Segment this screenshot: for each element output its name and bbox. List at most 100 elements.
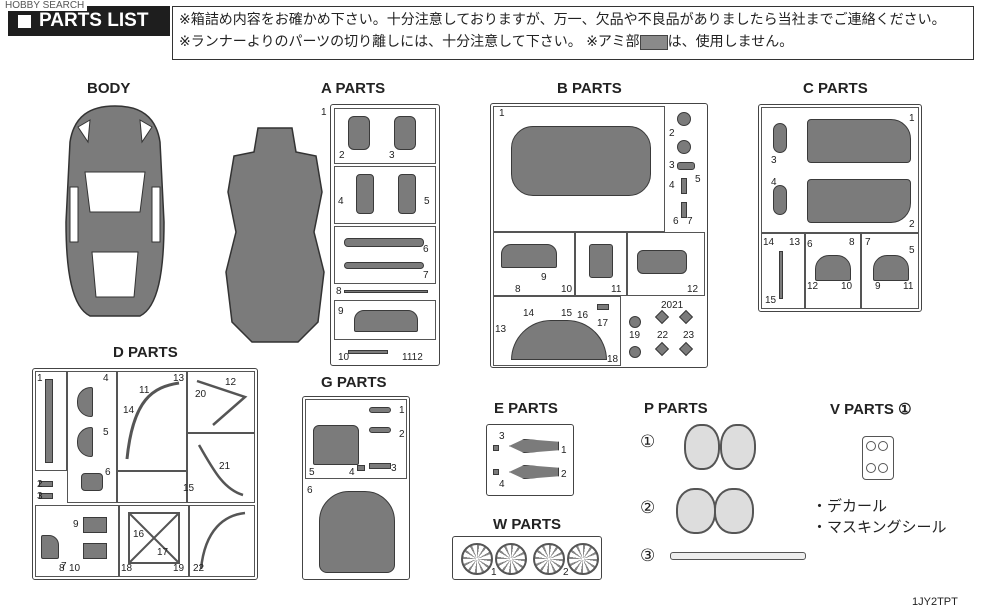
d-cell-16-19 xyxy=(119,505,189,577)
b-part-1 xyxy=(511,126,651,196)
section-b-label: B PARTS xyxy=(557,80,622,97)
v-parts-piece xyxy=(862,436,894,480)
d-num-3: 3 xyxy=(37,491,43,502)
section-c-label: C PARTS xyxy=(803,80,868,97)
a-num-4: 4 xyxy=(338,196,344,207)
c-num-14: 14 xyxy=(763,237,775,248)
c-num-7: 7 xyxy=(865,237,871,248)
b-part-22 xyxy=(654,341,670,357)
b-num-7: 7 xyxy=(687,216,693,227)
g-part-1 xyxy=(369,407,391,413)
b-num-15: 15 xyxy=(561,308,573,319)
mesh-area-swatch xyxy=(639,34,668,50)
b-part-23 xyxy=(678,341,694,357)
c-num-3: 3 xyxy=(771,155,777,166)
w-wheel-2 xyxy=(495,543,527,575)
b-num-4: 4 xyxy=(669,180,675,191)
section-body-label: BODY xyxy=(87,80,131,97)
b-num-16: 16 xyxy=(577,310,589,321)
d-part-6 xyxy=(81,473,103,491)
a-num-9: 9 xyxy=(338,306,344,317)
a-num-8: 8 xyxy=(336,286,342,297)
extras-list: ・デカール ・マスキングシール xyxy=(812,496,947,538)
b-num-1: 1 xyxy=(499,108,505,119)
d-cell-22 xyxy=(189,505,255,577)
g-cell-1-5 xyxy=(305,399,407,479)
body-shell-drawing xyxy=(65,105,165,317)
section-a-label: A PARTS xyxy=(321,80,386,97)
b-part-20 xyxy=(654,309,670,325)
c-num-10: 10 xyxy=(841,281,853,292)
c-num-2: 2 xyxy=(909,219,915,230)
b-part-2b xyxy=(677,140,691,154)
g-part-3 xyxy=(369,463,391,469)
g-num-5: 5 xyxy=(309,467,315,478)
b-part-2a xyxy=(677,112,691,126)
d-num-9: 9 xyxy=(73,519,79,530)
section-p-label: P PARTS xyxy=(644,400,708,417)
p-mark-3: ③ xyxy=(640,546,656,566)
b-part-11 xyxy=(589,244,613,278)
d-parts-frame: 1 2 3 4 5 6 7 8 9 10 11 12 13 14 15 16 1… xyxy=(32,368,258,580)
c-part-8 xyxy=(815,255,851,281)
v-hole-2 xyxy=(878,441,888,451)
d-part-7 xyxy=(41,535,59,559)
p-mark-1: ① xyxy=(640,432,656,452)
d-part-22 xyxy=(199,511,246,570)
d-num-22: 22 xyxy=(193,563,205,574)
d-part-1 xyxy=(45,379,53,463)
c-num-1: 1 xyxy=(909,113,915,124)
e-num-3: 3 xyxy=(499,431,505,442)
d-num-5: 5 xyxy=(103,427,109,438)
w-wheel-1 xyxy=(461,543,493,575)
w-num-2: 2 xyxy=(563,567,569,578)
a-parts-sprue: 1 2 3 4 5 6 7 8 9 10 1112 xyxy=(218,104,440,366)
b-num-6: 6 xyxy=(673,216,679,227)
w-wheel-4 xyxy=(567,543,599,575)
w-wheel-3 xyxy=(533,543,565,575)
e-part-4 xyxy=(493,469,499,475)
b-num-18: 18 xyxy=(607,354,619,365)
d-part-14 xyxy=(125,381,180,460)
b-parts-frame: 1 2 3 4 5 6 7 8 9 10 11 12 13 14 15 16 1… xyxy=(490,103,708,368)
b-part-21 xyxy=(678,309,694,325)
b-part-19a xyxy=(629,316,641,328)
a-part-4 xyxy=(356,174,374,214)
c-num-13: 13 xyxy=(789,237,801,248)
b-part-4 xyxy=(681,178,687,194)
footer-code: 1JY2TPT xyxy=(912,596,958,608)
section-e-label: E PARTS xyxy=(494,400,558,417)
b-num-2: 2 xyxy=(669,128,675,139)
c-part-2 xyxy=(807,179,911,223)
d-part-20 xyxy=(196,379,248,426)
v-hole-4 xyxy=(878,463,888,473)
d-num-20: 20 xyxy=(195,389,207,400)
d-part-17 xyxy=(128,512,180,564)
b-cell-8-10 xyxy=(493,232,575,296)
e-part-3 xyxy=(493,445,499,451)
c-num-4: 4 xyxy=(771,177,777,188)
d-num-19: 19 xyxy=(173,563,185,574)
g-part-4 xyxy=(357,465,365,471)
d-cell-1 xyxy=(35,371,67,471)
g-num-1: 1 xyxy=(399,405,405,416)
d-cell-4-6 xyxy=(67,371,117,503)
d-num-14: 14 xyxy=(123,405,135,416)
b-num-12: 12 xyxy=(687,284,699,295)
c-num-12: 12 xyxy=(807,281,819,292)
b-num-17: 17 xyxy=(597,318,609,329)
p-tire-1a xyxy=(684,424,720,470)
a-cell-6-7 xyxy=(334,226,436,284)
g-part-2 xyxy=(369,427,391,433)
b-part-17 xyxy=(597,304,609,310)
notice-line-1: ※箱詰め内容をお確かめ下さい。十分注意しておりますが、万一、欠品や不良品がありま… xyxy=(179,12,946,28)
c-num-9: 9 xyxy=(875,281,881,292)
d-part-3 xyxy=(39,493,53,499)
d-num-17: 17 xyxy=(157,547,169,558)
c-cell-1-4 xyxy=(761,107,919,233)
e-part-1 xyxy=(509,439,559,453)
notice-box: ※箱詰め内容をお確かめ下さい。十分注意しておりますが、万一、欠品や不良品がありま… xyxy=(172,6,974,60)
d-part-21 xyxy=(197,444,244,497)
g-part-5 xyxy=(313,425,359,465)
d-num-13: 13 xyxy=(173,373,185,384)
